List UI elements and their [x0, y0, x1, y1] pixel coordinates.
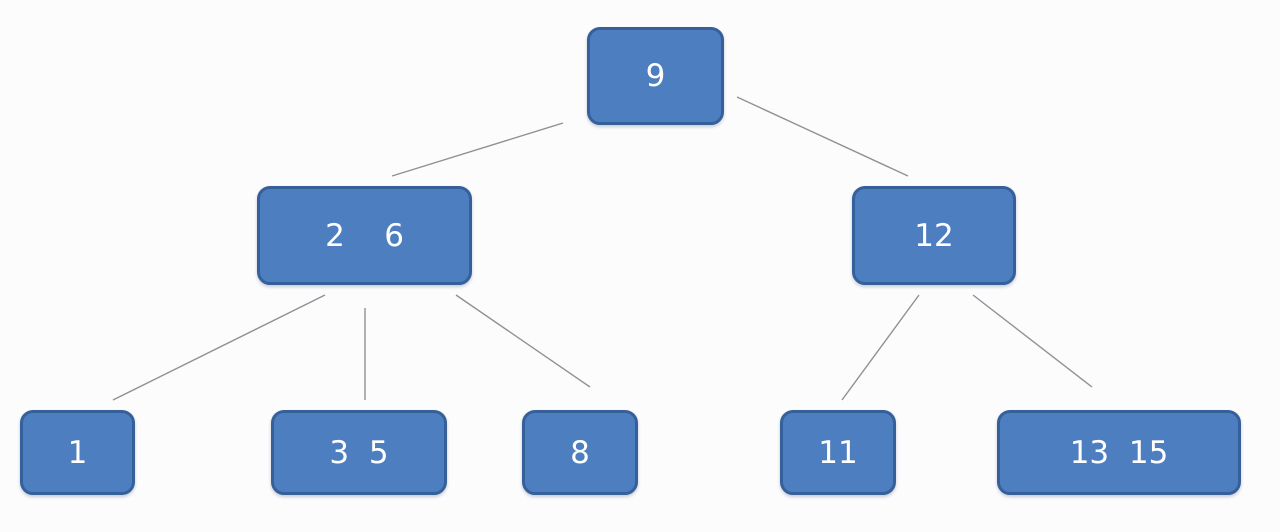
tree-node-root: 9	[587, 27, 724, 125]
edge-left-leaf-1	[112, 294, 326, 401]
tree-leaf-11: 11	[780, 410, 896, 495]
tree-leaf-1: 1	[20, 410, 135, 495]
tree-leaf-3-5: 3 5	[271, 410, 447, 495]
tree-leaf-13-15: 13 15	[997, 410, 1241, 495]
edge-root-left	[391, 122, 564, 177]
tree-node-right: 12	[852, 186, 1016, 285]
edge-left-leaf-8	[455, 294, 591, 388]
tree-leaf-8: 8	[522, 410, 638, 495]
edge-right-leaf-13-15	[972, 294, 1093, 388]
edge-right-leaf-11	[841, 294, 920, 401]
edge-root-right	[736, 96, 909, 177]
tree-node-left: 2 6	[257, 186, 472, 285]
